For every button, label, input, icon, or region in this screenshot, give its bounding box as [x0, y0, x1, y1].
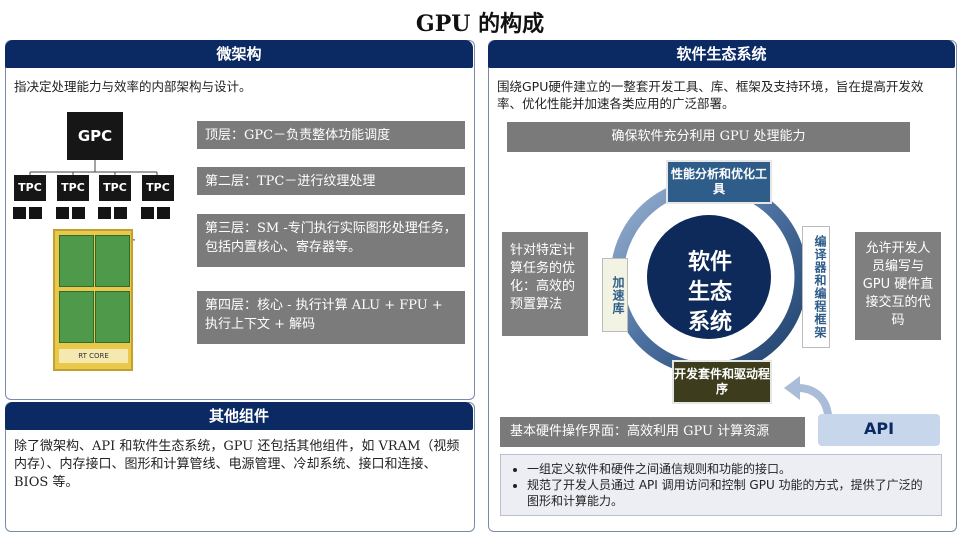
sm-block: [114, 207, 127, 219]
sm-die-image: RT CORE: [53, 229, 133, 371]
rt-core-label: RT CORE: [59, 349, 128, 363]
sm-block: [98, 207, 111, 219]
tpc-chip: TPC: [99, 175, 131, 201]
sm-quadrant: [95, 291, 130, 343]
other-components-description: 除了微架构、API 和软件生态系统，GPU 还包括其他组件，如 VRAM（视频内…: [14, 439, 460, 490]
tpc-chip: TPC: [14, 175, 46, 201]
list-item: 一组定义软件和硬件之间通信规则和功能的接口。: [527, 461, 931, 477]
software-top-bar: 确保软件充分利用 GPU 处理能力: [507, 122, 910, 152]
microarch-description: 指决定处理能力与效率的内部架构与设计。: [14, 79, 252, 94]
node-acceleration-libraries: 加速库: [602, 258, 628, 332]
ecosystem-center-label: 软件生态系统: [687, 250, 732, 335]
api-arrow: [784, 376, 832, 416]
api-bullet-list: 一组定义软件和硬件之间通信规则和功能的接口。 规范了开发人员通过 API 调用访…: [500, 454, 942, 516]
microarch-header: 微架构: [5, 40, 473, 68]
tpc-chip: TPC: [57, 175, 89, 201]
page-title: GPU 的构成: [415, 11, 545, 37]
layer-box-second: 第二层：TPC－进行纹理处理: [197, 167, 465, 195]
software-description: 围绕GPU硬件建立的一整套开发工具、库、框架及支持环境，旨在提高开发效率、优化性…: [497, 79, 924, 111]
sm-block: [141, 207, 154, 219]
gpc-chip: GPC: [67, 112, 123, 160]
sm-block: [29, 207, 42, 219]
sm-quadrant: [95, 235, 130, 287]
sm-block: [72, 207, 85, 219]
layer-box-third: 第三层：SM -专门执行实际图形处理任务，包括内置核心、寄存器等。: [197, 214, 465, 267]
node-compilers-frameworks: 编译器和编程框架: [802, 226, 830, 348]
left-info-box: 针对特定计算任务的优化：高效的预置算法: [502, 232, 588, 336]
list-item: 规范了开发人员通过 API 调用访问和控制 GPU 功能的方式，提供了广泛的图形…: [527, 477, 931, 509]
layer-box-top: 顶层：GPC－负责整体功能调度: [197, 121, 465, 149]
right-info-box: 允许开发人员编写与 GPU 硬件直接交互的代码: [855, 232, 941, 340]
sm-block: [56, 207, 69, 219]
other-components-header: 其他组件: [5, 402, 473, 430]
sm-block: [157, 207, 170, 219]
sm-quadrant: [59, 291, 94, 343]
layer-box-fourth: 第四层：核心 - 执行计算 ALU + FPU + 执行上下文 + 解码: [197, 291, 465, 344]
sm-quadrant: [59, 235, 94, 287]
api-badge: API: [818, 414, 940, 446]
hardware-interface-bar: 基本硬件操作界面：高效利用 GPU 计算资源: [500, 417, 805, 447]
node-profiling-tools: 性能分析和优化工具: [666, 160, 772, 204]
software-header: 软件生态系统: [488, 40, 955, 68]
node-sdk-drivers: 开发套件和驱动程序: [672, 360, 772, 404]
tpc-chip: TPC: [142, 175, 174, 201]
sm-block: [13, 207, 26, 219]
